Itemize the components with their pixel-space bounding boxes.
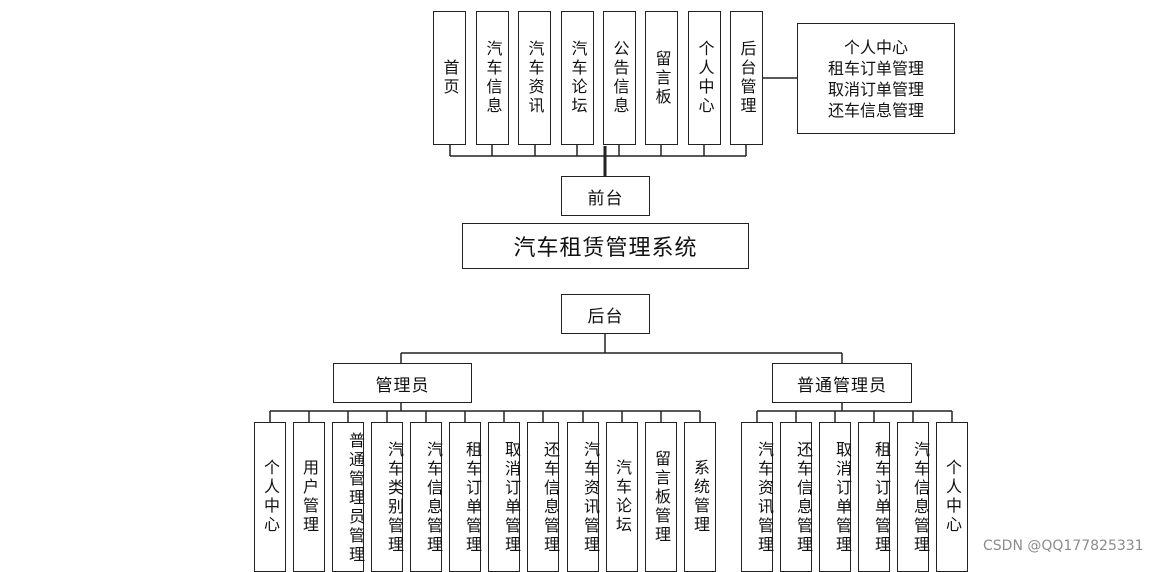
admin-module-message-board-management: 留言板管理 bbox=[645, 422, 677, 572]
front-module-backend: 后台管理 bbox=[730, 11, 763, 145]
front-module-message-board: 留言板 bbox=[645, 11, 678, 145]
back-label-box: 后台 bbox=[561, 294, 650, 334]
normal-admin-module-car-info-management: 汽车信息管理 bbox=[897, 422, 930, 572]
front-module-user-center: 个人中心 bbox=[688, 11, 721, 145]
admin-module-return-info-management: 还车信息管理 bbox=[527, 422, 560, 572]
front-module-announcement: 公告信息 bbox=[603, 11, 636, 145]
normal-admin-role-box: 普通管理员 bbox=[772, 363, 912, 403]
admin-module-car-info-management: 汽车信息管理 bbox=[410, 422, 443, 572]
front-module-car-news: 汽车资讯 bbox=[518, 11, 551, 145]
system-title-box: 汽车租赁管理系统 bbox=[462, 223, 749, 269]
normal-admin-module-return-info-management: 还车信息管理 bbox=[780, 422, 813, 572]
front-label-box: 前台 bbox=[561, 176, 650, 216]
front-module-home: 首页 bbox=[433, 11, 466, 145]
user-center-item: 个人中心 bbox=[843, 37, 908, 57]
user-center-item: 租车订单管理 bbox=[827, 58, 924, 78]
normal-admin-module-cancel-order-management: 取消订单管理 bbox=[819, 422, 852, 572]
user-center-items-box: 个人中心 租车订单管理 取消订单管理 还车信息管理 bbox=[797, 23, 955, 134]
admin-module-cancel-order-management: 取消订单管理 bbox=[488, 422, 521, 572]
admin-role-box: 管理员 bbox=[333, 363, 472, 403]
admin-module-rental-order-management: 租车订单管理 bbox=[449, 422, 482, 572]
admin-module-car-news-management: 汽车资讯管理 bbox=[567, 422, 600, 572]
admin-module-system-management: 系统管理 bbox=[684, 422, 716, 572]
admin-module-car-category-management: 汽车类别管理 bbox=[371, 422, 404, 572]
normal-admin-module-rental-order-management: 租车订单管理 bbox=[858, 422, 891, 572]
normal-admin-module-user-center: 个人中心 bbox=[936, 422, 968, 572]
front-module-car-info: 汽车信息 bbox=[476, 11, 509, 145]
user-center-item: 取消订单管理 bbox=[827, 79, 924, 99]
admin-module-user-management: 用户管理 bbox=[293, 422, 325, 572]
admin-module-normal-admin-management: 普通管理员管理 bbox=[332, 422, 365, 572]
admin-module-car-forum: 汽车论坛 bbox=[606, 422, 638, 572]
front-module-car-forum: 汽车论坛 bbox=[561, 11, 594, 145]
user-center-item: 还车信息管理 bbox=[827, 100, 924, 120]
watermark-text: CSDN @QQ177825331 bbox=[983, 538, 1144, 554]
normal-admin-module-car-news-management: 汽车资讯管理 bbox=[741, 422, 774, 572]
admin-module-user-center: 个人中心 bbox=[254, 422, 286, 572]
